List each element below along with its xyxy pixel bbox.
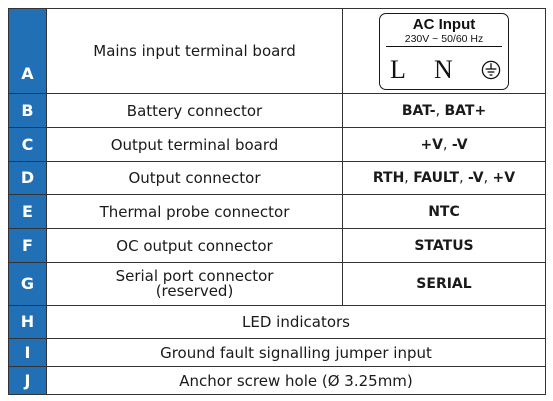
connector-name: RTH <box>372 170 405 186</box>
row-letter: J <box>8 366 47 395</box>
row-letter: G <box>8 262 47 306</box>
terminal-label-neutral: N <box>434 54 453 84</box>
table-row-g: G Serial port connector (reserved) SERIA… <box>8 262 546 306</box>
row-description: Serial port connector (reserved) <box>46 262 343 306</box>
row-letter: D <box>8 161 47 195</box>
terminal-label-line: L <box>390 54 406 84</box>
row-description: Output connector <box>46 161 343 195</box>
row-description: Output terminal board <box>46 127 343 162</box>
ac-input-title: AC Input <box>412 15 476 33</box>
row-description: Battery connector <box>46 93 343 128</box>
row-connector: SERIAL <box>342 262 546 306</box>
component-legend-table: A Mains input terminal board AC Input 23… <box>8 8 546 395</box>
table-row-f: F OC output connector STATUS <box>8 228 546 263</box>
row-connector: BAT-, BAT+ <box>342 93 546 128</box>
ac-input-rating: 230V ~ 50/60 Hz <box>386 33 502 47</box>
connector-separator: , <box>483 170 493 186</box>
row-letter: A <box>8 8 47 94</box>
row-letter: E <box>8 194 47 229</box>
connector-name: STATUS <box>414 237 474 254</box>
connector-name: BAT+ <box>444 102 487 119</box>
table-row-e: E Thermal probe connector NTC <box>8 194 546 229</box>
table-row-h: H LED indicators <box>8 305 546 339</box>
row-connector: RTH, FAULT, -V, +V <box>342 161 546 195</box>
connector-name: SERIAL <box>416 276 472 292</box>
connector-name: -V <box>468 170 484 186</box>
table-row-i: I Ground fault signalling jumper input <box>8 338 546 367</box>
table-row-j: J Anchor screw hole (Ø 3.25mm) <box>8 366 546 395</box>
row-letter: I <box>8 338 47 367</box>
row-letter: B <box>8 93 47 128</box>
description-line: Serial port connector <box>115 267 274 285</box>
row-description: Thermal probe connector <box>46 194 343 229</box>
connector-name: NTC <box>428 203 460 220</box>
row-letter: H <box>8 305 47 339</box>
row-connector: AC Input 230V ~ 50/60 Hz L N <box>342 8 546 94</box>
description-line: (reserved) <box>155 282 234 300</box>
connector-separator: , <box>459 170 468 186</box>
row-connector: NTC <box>342 194 546 229</box>
table-row-c: C Output terminal board +V, -V <box>8 127 546 162</box>
protective-earth-icon <box>481 60 501 80</box>
table-row-d: D Output connector RTH, FAULT, -V, +V <box>8 161 546 195</box>
connector-name: -V <box>451 136 468 153</box>
row-description: OC output connector <box>46 228 343 263</box>
ac-input-label: AC Input 230V ~ 50/60 Hz L N <box>379 12 509 90</box>
row-letter: C <box>8 127 47 162</box>
row-description: Mains input terminal board <box>46 8 343 94</box>
connector-name: FAULT <box>413 170 460 186</box>
table-row-b: B Battery connector BAT-, BAT+ <box>8 93 546 128</box>
connector-separator: , <box>443 136 452 153</box>
row-description: LED indicators <box>46 305 546 339</box>
row-description: Anchor screw hole (Ø 3.25mm) <box>46 366 546 395</box>
terminal-strip: L N <box>380 53 508 87</box>
connector-name: +V <box>492 170 516 186</box>
connector-name: BAT- <box>401 102 436 119</box>
connector-separator: , <box>404 170 414 186</box>
row-connector: STATUS <box>342 228 546 263</box>
row-letter: F <box>8 228 47 263</box>
connector-name: +V <box>420 136 444 153</box>
table-row-a: A Mains input terminal board AC Input 23… <box>8 8 546 94</box>
row-description: Ground fault signalling jumper input <box>46 338 546 367</box>
row-connector: +V, -V <box>342 127 546 162</box>
connector-separator: , <box>435 102 445 119</box>
